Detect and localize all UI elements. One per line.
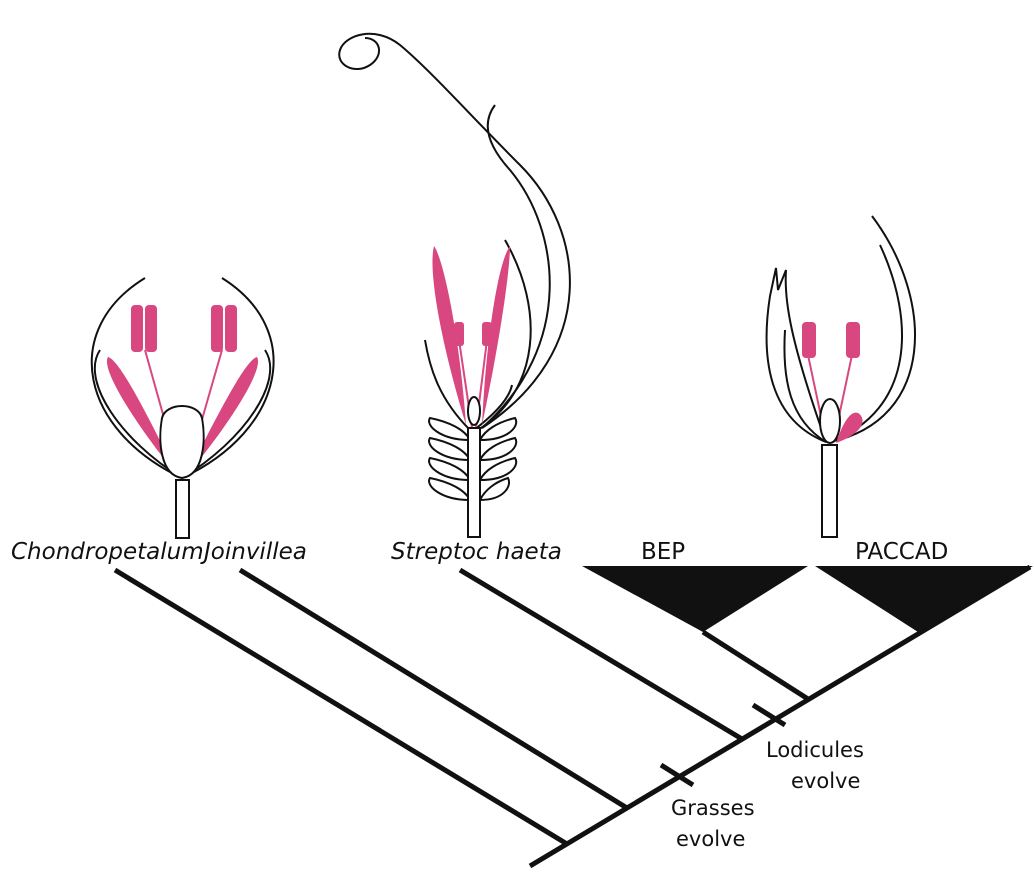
lower-bract-3	[429, 458, 470, 480]
ovary	[468, 397, 480, 425]
lower-bract-6	[480, 438, 516, 460]
anther-left-b	[145, 305, 157, 352]
lower-bract-1	[429, 418, 470, 440]
event-label-grasses-line2: evolve	[676, 827, 745, 851]
anther-right-a	[211, 305, 223, 352]
stalk	[822, 445, 837, 537]
anther-left	[454, 322, 464, 346]
taxon-label-streptochaeta: Streptoc haeta	[391, 539, 562, 565]
anther-right-b	[225, 305, 237, 352]
clade-paccad-triangle	[815, 566, 1033, 632]
clade-bep-triangle	[582, 566, 808, 632]
anther-right	[846, 322, 860, 358]
taxon-label-chondropetalum: Chondropetalum	[11, 539, 204, 565]
lower-bract-4	[429, 478, 470, 500]
bract-left	[767, 268, 826, 442]
taxon-label-joinvillea: Joinvillea	[200, 539, 307, 565]
flower-chondropetalum	[92, 278, 274, 538]
event-label-grasses-line1: Grasses	[671, 796, 755, 820]
anther-left-a	[131, 305, 143, 352]
flower-streptochaeta	[339, 34, 570, 537]
awn-inner	[482, 105, 550, 428]
branch-joinvillea	[240, 570, 627, 808]
clade-label-paccad: PACCAD	[855, 539, 948, 565]
anther-right	[482, 322, 492, 346]
branch-bep	[703, 632, 808, 699]
event-label-lodicules-line2: evolve	[791, 769, 860, 793]
clade-label-bep: BEP	[641, 539, 685, 565]
lower-bract-8	[480, 478, 509, 500]
stalk	[468, 428, 480, 537]
ovary	[160, 406, 203, 478]
anther-left	[802, 322, 816, 358]
lower-bract-2	[429, 438, 470, 460]
flower-paccad	[767, 216, 915, 537]
event-label-lodicules-line1: Lodicules	[766, 738, 864, 762]
ovary	[820, 399, 840, 443]
tree-trunk	[530, 567, 1030, 866]
lower-bract-7	[480, 458, 516, 480]
branch-chondropetalum	[115, 570, 567, 844]
stalk	[176, 480, 189, 538]
